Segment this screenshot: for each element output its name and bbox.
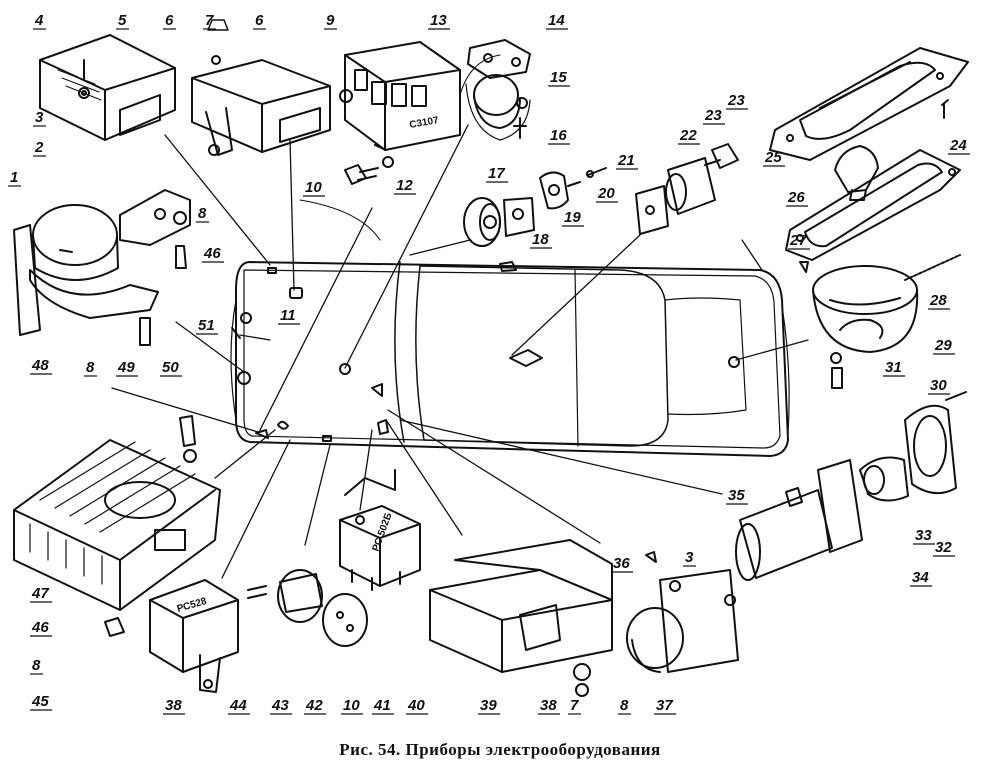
callout-label: 13	[430, 12, 447, 29]
horn-bowl-28	[812, 254, 961, 353]
stamp-relay-40: РС 502Б	[370, 511, 394, 553]
callout-label: 11	[280, 307, 296, 324]
callout-label: 37	[656, 697, 673, 714]
lamp-housing-26	[785, 149, 961, 273]
callout-label: 28	[929, 292, 947, 309]
callout-label: 8	[86, 359, 95, 376]
callout-label: 20	[597, 185, 615, 202]
callout-label: 17	[488, 165, 505, 182]
lamp-cover-24	[769, 47, 969, 161]
callout-label: 27	[789, 232, 807, 249]
callout-label: 40	[407, 697, 425, 714]
figure-caption: Рис. 54. Приборы электрооборудования	[339, 740, 661, 759]
relay-unit-45: РС528	[104, 579, 239, 693]
door-switch-13	[465, 39, 531, 141]
callout-label: 5	[118, 12, 127, 29]
callout-label: 41	[373, 697, 391, 714]
callout-label: 21	[617, 152, 635, 169]
callout-label: 47	[31, 585, 49, 602]
callout-label: 15	[550, 69, 567, 86]
callout-label: 35	[728, 487, 745, 504]
callout-label: 46	[203, 245, 221, 262]
callout-label: 32	[935, 539, 952, 556]
callout-label: 9	[326, 12, 335, 29]
callout-label: 6	[165, 12, 174, 29]
signal-17	[463, 167, 607, 247]
callout-label: 4	[34, 12, 44, 29]
callout-label: 7	[205, 12, 214, 29]
callout-label: 10	[305, 179, 322, 196]
callout-label: 12	[396, 177, 413, 194]
callout-label: 31	[885, 359, 902, 376]
callout-label: 6	[255, 12, 264, 29]
lamp-bulb-25	[834, 145, 879, 201]
callout-label: 36	[613, 555, 630, 572]
callout-label: 48	[31, 357, 49, 374]
car-outline	[230, 261, 790, 457]
callout-label: 29	[934, 337, 952, 354]
screw-31	[830, 352, 843, 389]
relay-unit-40: РС 502Б	[339, 469, 421, 591]
callout-label: 49	[117, 359, 135, 376]
callout-label: 1	[10, 169, 18, 186]
callout-label: 34	[912, 569, 929, 586]
callout-label: 2	[34, 139, 44, 156]
callout-label: 19	[564, 209, 581, 226]
relay-unit-9: С3107	[339, 41, 461, 151]
callout-label: 50	[162, 359, 179, 376]
callout-label: 18	[532, 231, 549, 248]
callout-label: 39	[480, 697, 497, 714]
relay-unit-6	[191, 19, 331, 156]
callout-label: 22	[679, 127, 697, 144]
callout-label: 42	[305, 697, 323, 714]
bracket-43	[247, 569, 368, 647]
regulator-47	[13, 415, 221, 611]
callout-label: 51	[198, 317, 215, 334]
callout-label: 26	[787, 189, 805, 206]
callout-label: 16	[550, 127, 567, 144]
callout-label: 7	[570, 697, 579, 714]
callout-label: 43	[271, 697, 289, 714]
solenoid-37	[626, 551, 739, 673]
module-39	[429, 539, 613, 697]
bolt-10	[344, 156, 394, 185]
callout-label: 10	[343, 697, 360, 714]
callout-label: 23	[727, 92, 745, 109]
callout-label: 8	[198, 205, 207, 222]
callout-label: 38	[165, 697, 182, 714]
callout-label: 3	[35, 109, 44, 126]
stamp-relay-9: С3107	[409, 115, 440, 131]
callout-label: 8	[32, 657, 41, 674]
horn-34	[735, 459, 863, 581]
callout-label: 45	[31, 693, 49, 710]
callout-label: 33	[915, 527, 932, 544]
callout-label: 8	[620, 697, 629, 714]
callout-label: 24	[949, 137, 967, 154]
callout-label: 25	[764, 149, 782, 166]
leader-lines	[111, 54, 809, 579]
callout-label: 46	[31, 619, 49, 636]
callout-label: 3	[685, 549, 694, 566]
callout-label: 44	[229, 697, 247, 714]
motor-48	[13, 189, 191, 346]
callout-label: 30	[930, 377, 947, 394]
relay-unit-4	[39, 34, 176, 141]
bolt-50	[231, 312, 252, 339]
switch-22	[635, 143, 739, 235]
lamp-socket-32	[859, 391, 967, 502]
callout-label: 14	[548, 12, 565, 29]
callout-label: 23	[704, 107, 722, 124]
callout-label: 38	[540, 697, 557, 714]
